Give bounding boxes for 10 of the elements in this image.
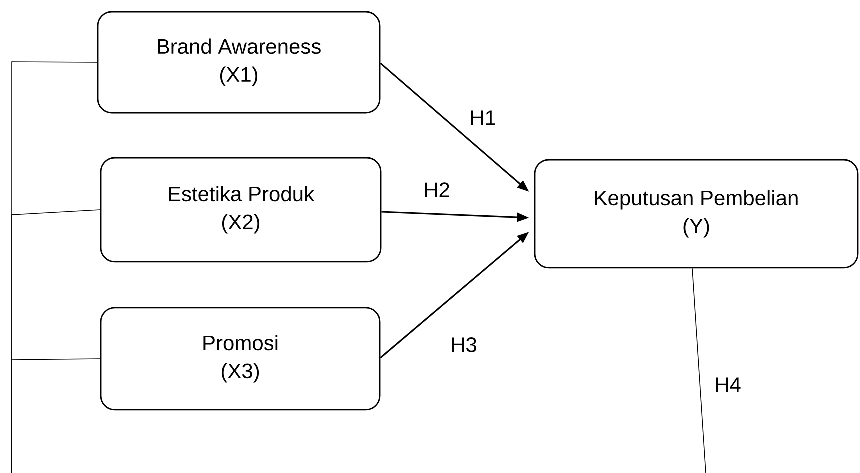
variable-box: Estetika Produk (X2) <box>100 157 382 263</box>
connector-line <box>692 268 706 473</box>
edge-label: H3 <box>450 336 478 354</box>
variable-box: Brand Awareness (X1) <box>97 11 381 114</box>
variable-box: Promosi (X3) <box>100 307 381 411</box>
variable-box: Keputusan Pembelian (Y) <box>534 159 859 269</box>
edge-label: H1 <box>468 110 498 126</box>
edge-label: H4 <box>714 376 742 394</box>
connector-line <box>12 358 101 473</box>
edge-label: H2 <box>422 182 452 198</box>
